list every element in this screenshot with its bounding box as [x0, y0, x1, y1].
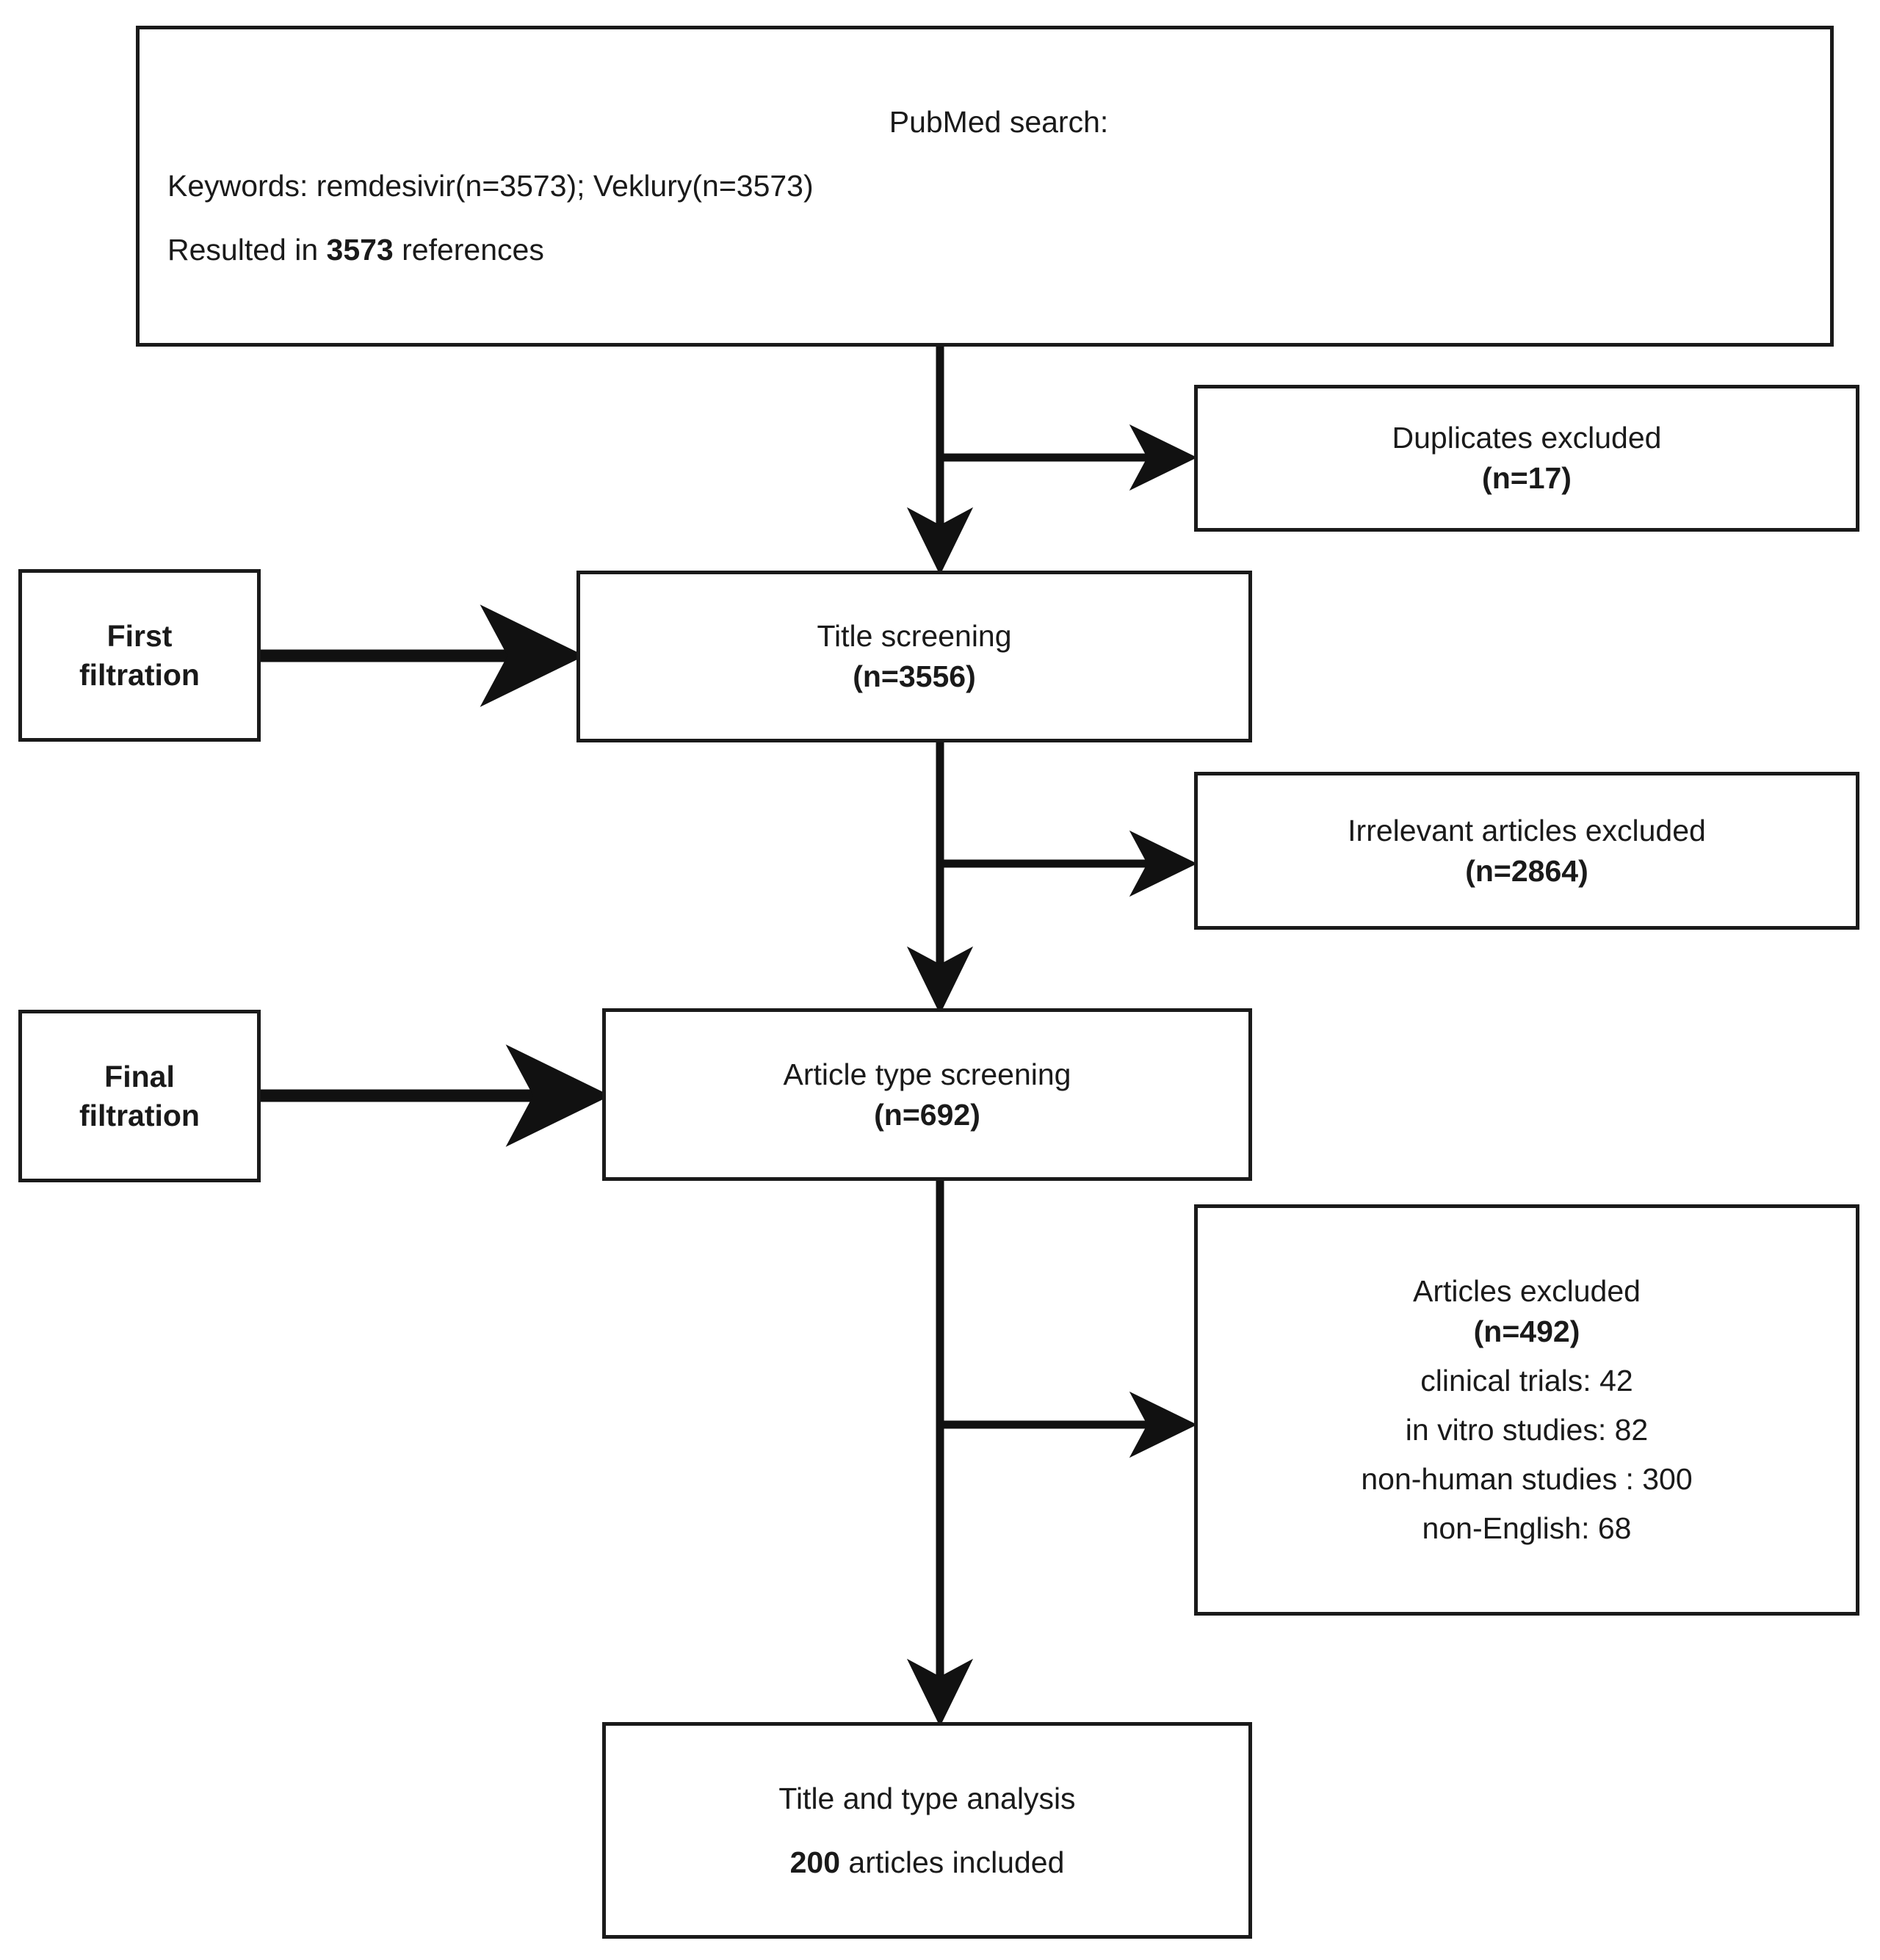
final-filtration-line2: filtration — [79, 1098, 200, 1132]
result-count: 3573 — [326, 233, 394, 267]
articles-excluded-breakdown-0: clinical trials: 42 — [1420, 1364, 1633, 1397]
final-filtration-line1: Final — [104, 1060, 175, 1094]
articles-excluded-breakdown-1: in vitro studies: 82 — [1405, 1413, 1649, 1447]
irrelevant-count: (n=2864) — [1465, 853, 1588, 888]
title-screening-label: Title screening — [817, 619, 1012, 653]
title-screening-count: (n=3556) — [853, 659, 976, 693]
node-title-screening: Title screening (n=3556) — [576, 571, 1252, 742]
articles-excluded-label: Articles excluded — [1413, 1274, 1641, 1308]
node-articles-excluded: Articles excluded (n=492) clinical trial… — [1194, 1204, 1859, 1616]
node-first-filtration: First filtration — [18, 569, 261, 742]
duplicates-count: (n=17) — [1482, 461, 1572, 495]
first-filtration-line1: First — [106, 619, 173, 654]
pubmed-search-title: PubMed search: — [889, 105, 1109, 139]
analysis-included-suffix: articles included — [840, 1845, 1065, 1879]
node-duplicates-excluded: Duplicates excluded (n=17) — [1194, 385, 1859, 532]
duplicates-label: Duplicates excluded — [1392, 421, 1662, 455]
pubmed-search-result: Resulted in 3573 references — [167, 235, 1830, 265]
article-type-count: (n=692) — [874, 1097, 980, 1132]
pubmed-search-keywords: Keywords: remdesivir(n=3573); Veklury(n=… — [167, 169, 814, 203]
irrelevant-label: Irrelevant articles excluded — [1348, 813, 1706, 847]
node-final-filtration: Final filtration — [18, 1010, 261, 1182]
result-prefix: Resulted in — [167, 233, 327, 267]
article-type-label: Article type screening — [783, 1057, 1071, 1091]
result-suffix: references — [393, 233, 544, 267]
articles-excluded-breakdown-2: non-human studies : 300 — [1361, 1462, 1693, 1496]
node-pubmed-search: PubMed search: Keywords: remdesivir(n=35… — [136, 26, 1834, 347]
first-filtration-line2: filtration — [79, 657, 200, 692]
analysis-included-count: 200 — [789, 1845, 841, 1879]
node-irrelevant-excluded: Irrelevant articles excluded (n=2864) — [1194, 772, 1859, 930]
analysis-included: 200 articles included — [789, 1845, 1065, 1879]
articles-excluded-breakdown-3: non-English: 68 — [1422, 1511, 1632, 1545]
analysis-label: Title and type analysis — [778, 1781, 1076, 1815]
articles-excluded-count: (n=492) — [1473, 1314, 1580, 1348]
node-title-type-analysis: Title and type analysis 200 articles inc… — [602, 1722, 1252, 1939]
node-article-type-screening: Article type screening (n=692) — [602, 1008, 1252, 1181]
